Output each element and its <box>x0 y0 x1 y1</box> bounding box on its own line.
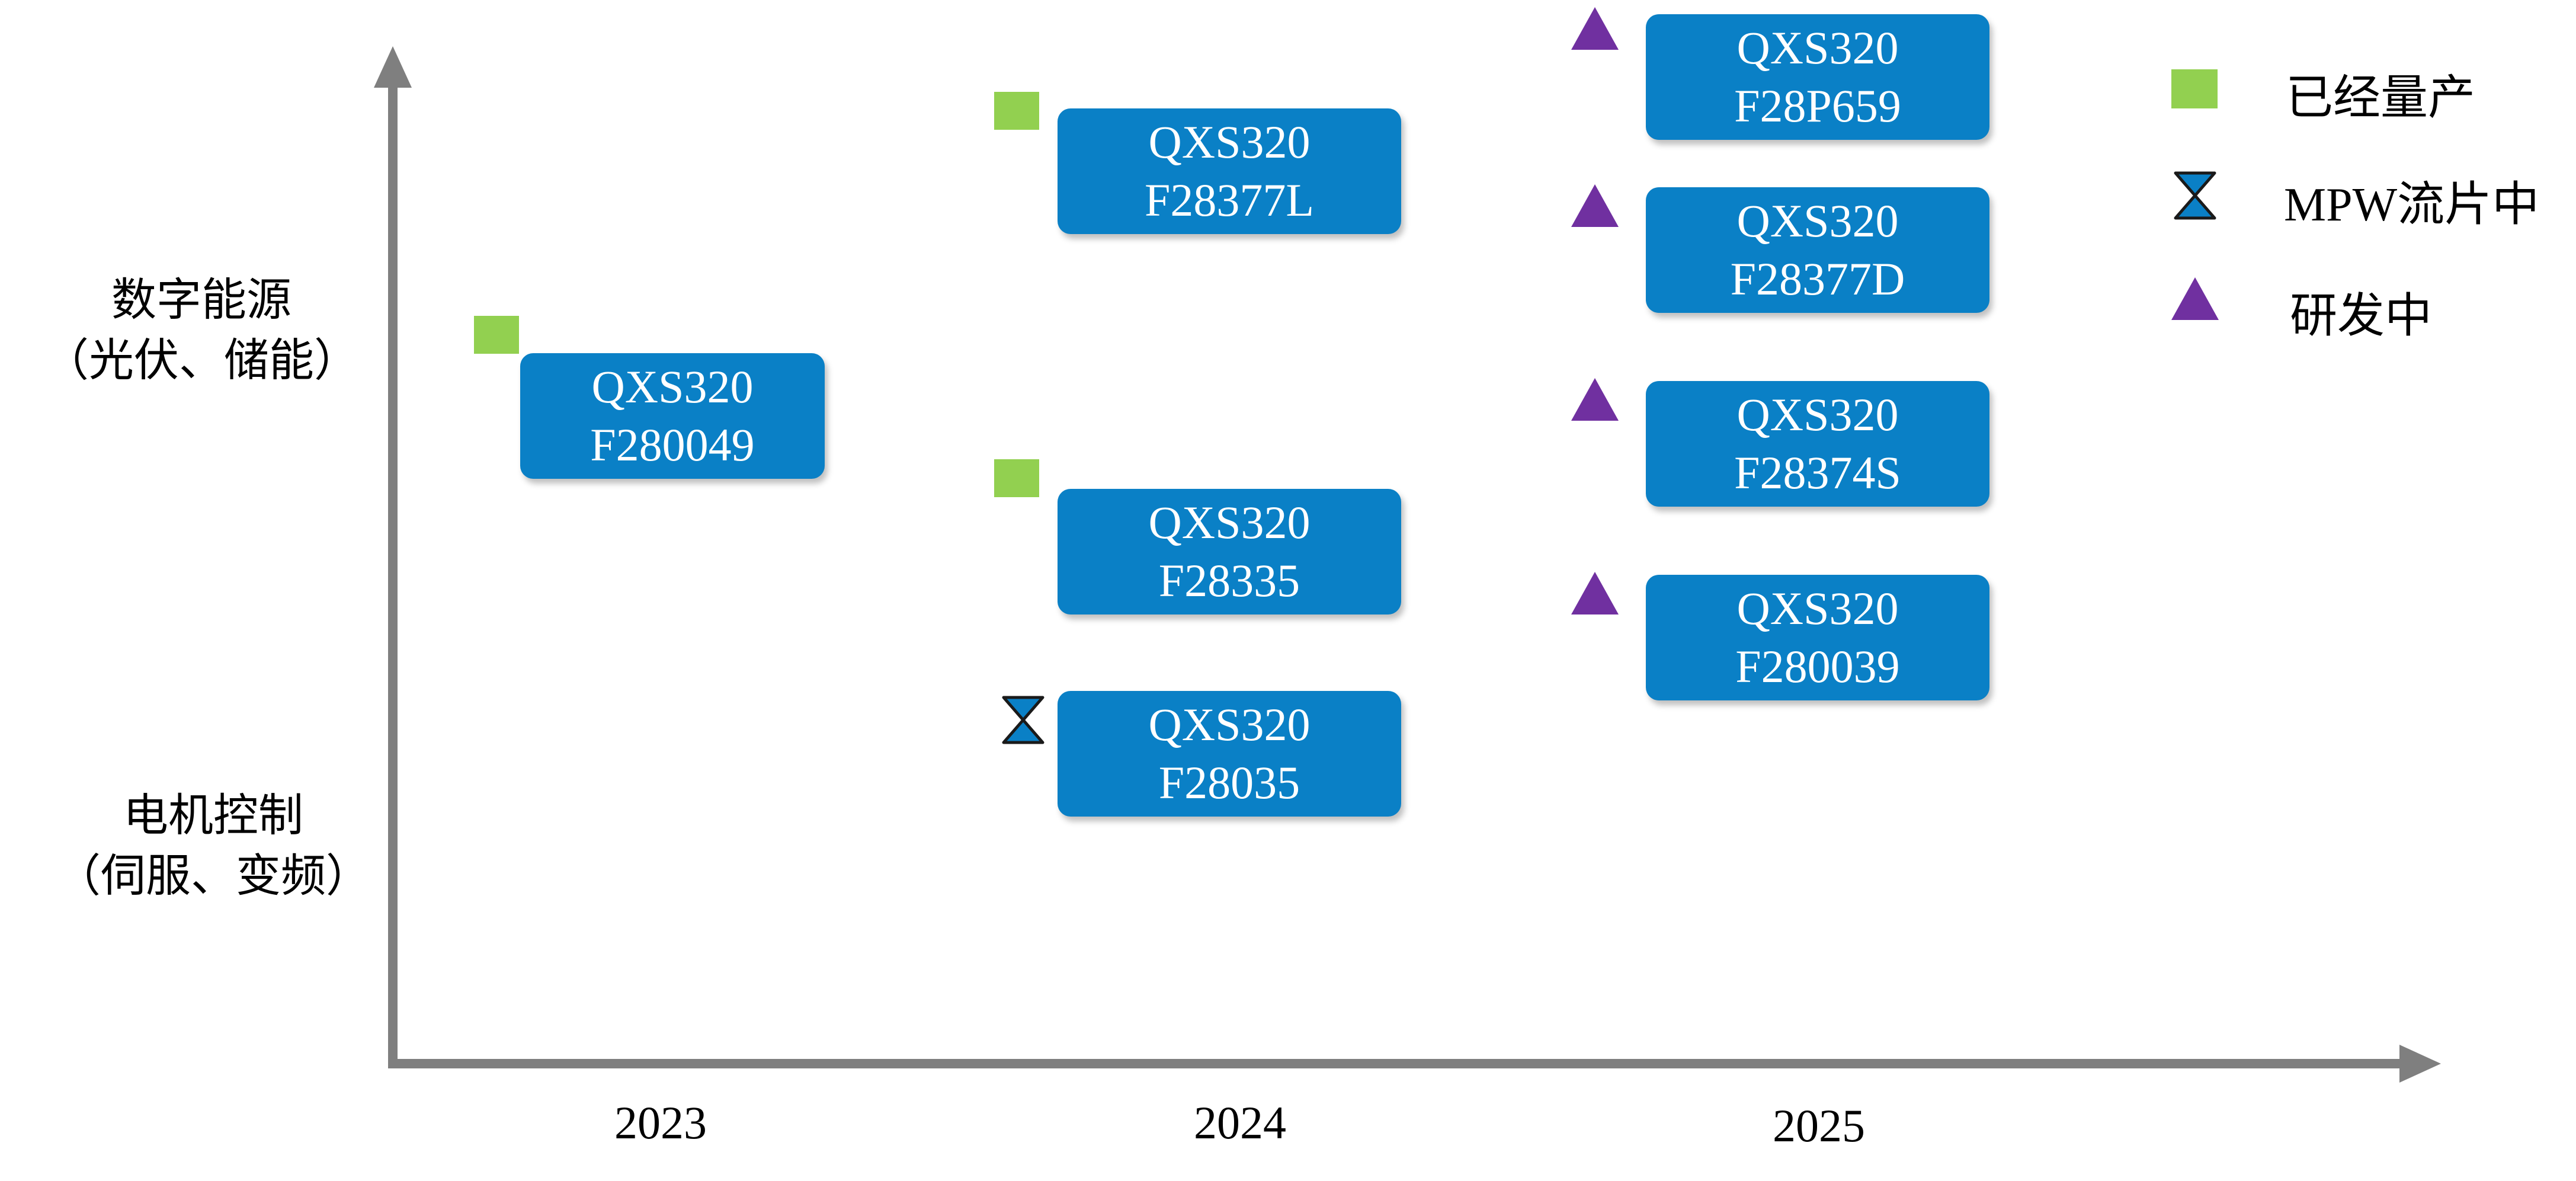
in-development-marker-icon <box>1571 7 1619 50</box>
mass-production-marker-icon <box>994 459 1039 497</box>
chip-model: F28377L <box>1144 174 1315 226</box>
chip-series: QXS320 <box>1736 195 1899 247</box>
y-label-motor-control-line2: （伺服、变频） <box>56 849 371 902</box>
chip-card-f28374s: QXS320 F28374S <box>1646 381 1989 507</box>
chip-card-f280049: QXS320 F280049 <box>520 353 825 479</box>
legend-label-mpw-tapeout: MPW流片中 <box>2284 179 2540 231</box>
chip-series: QXS320 <box>1736 583 1899 634</box>
chip-card-f28377l: QXS320 F28377L <box>1058 108 1401 234</box>
y-label-digital-energy-line1: 数字能源 <box>111 273 291 326</box>
mass-production-marker-icon <box>994 92 1039 130</box>
chip-series: QXS320 <box>1736 22 1899 73</box>
chip-series: QXS320 <box>1148 116 1311 168</box>
y-label-digital-energy-line2: （光伏、储能） <box>44 334 359 386</box>
hourglass-icon <box>2174 171 2216 220</box>
y-axis-line <box>388 83 398 1067</box>
in-development-marker-icon <box>1571 184 1619 227</box>
y-label-motor-control: 电机控制 （伺服、变频） <box>47 785 379 906</box>
mass-production-marker-icon <box>474 316 519 354</box>
x-label-2023: 2023 <box>614 1097 707 1148</box>
chip-series: QXS320 <box>1736 389 1899 440</box>
hourglass-icon <box>1002 696 1045 744</box>
legend-label-in-development: 研发中 <box>2290 288 2432 343</box>
chip-model: F28035 <box>1158 757 1300 808</box>
legend-label-mass-production: 已经量产 <box>2286 70 2475 125</box>
y-label-digital-energy: 数字能源 （光伏、储能） <box>36 270 367 391</box>
chip-model: F28P659 <box>1734 80 1901 132</box>
purple-triangle-icon <box>2171 277 2219 320</box>
in-development-marker-icon <box>1571 378 1619 421</box>
y-axis-arrow <box>374 46 412 88</box>
chip-series: QXS320 <box>1148 699 1311 750</box>
chip-model: F280049 <box>590 419 755 471</box>
chip-model: F28374S <box>1734 447 1901 498</box>
chip-card-f28035: QXS320 F28035 <box>1058 691 1401 817</box>
chip-series: QXS320 <box>591 361 754 412</box>
chip-series: QXS320 <box>1148 497 1311 548</box>
chip-model: F280039 <box>1735 641 1900 692</box>
x-axis-arrow <box>2399 1045 2441 1083</box>
x-label-2025: 2025 <box>1773 1100 1865 1151</box>
in-development-marker-icon <box>1571 572 1619 614</box>
green-square-icon <box>2171 69 2218 108</box>
x-axis-line <box>388 1059 2402 1068</box>
chip-model: F28335 <box>1158 555 1300 606</box>
chip-card-f28p659: QXS320 F28P659 <box>1646 14 1989 140</box>
y-label-motor-control-line1: 电机控制 <box>123 789 303 841</box>
chip-card-f28377d: QXS320 F28377D <box>1646 187 1989 313</box>
chip-card-f28335: QXS320 F28335 <box>1058 489 1401 614</box>
chip-model: F28377D <box>1730 253 1905 305</box>
chip-card-f280039: QXS320 F280039 <box>1646 575 1989 700</box>
x-label-2024: 2024 <box>1194 1097 1286 1148</box>
